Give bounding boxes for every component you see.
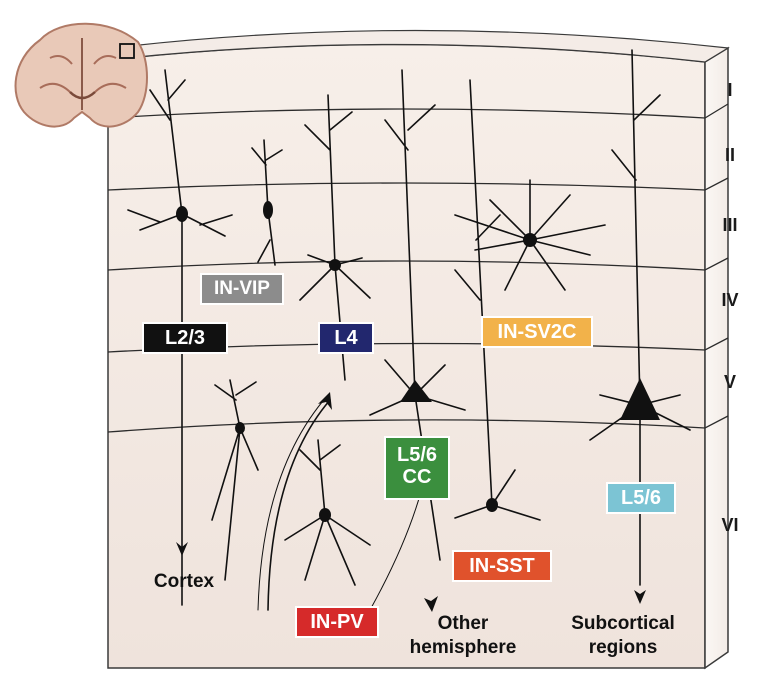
label-in-sv2c: IN-SV2C	[481, 316, 593, 348]
dest-other-hemisphere-line2: hemisphere	[409, 637, 517, 658]
dest-other-hemisphere-line1: Other	[437, 613, 489, 634]
layer-label-iii: III	[722, 215, 738, 235]
brain-thumbnail	[14, 22, 148, 128]
label-l4: L4	[318, 322, 374, 354]
label-l56-cc: L5/6 CC	[384, 436, 450, 500]
cortex-block-side	[704, 46, 729, 670]
layer-label-iv: IV	[721, 290, 739, 310]
cortex-block-top	[107, 29, 730, 63]
arrowheads	[176, 392, 646, 612]
label-l56: L5/6	[606, 482, 676, 514]
dest-subcortical-line1: Subcortical	[571, 613, 675, 634]
label-l56-cc-line2: CC	[402, 466, 432, 488]
label-l56-cc-line1: L5/6	[396, 444, 438, 466]
label-in-pv: IN-PV	[295, 606, 379, 638]
label-l23: L2/3	[142, 322, 228, 354]
dest-other-hemisphere: Other hemisphere	[388, 612, 538, 660]
layer-label-vi: VI	[721, 515, 739, 535]
label-in-sst: IN-SST	[452, 550, 552, 582]
dest-cortex: Cortex	[153, 571, 215, 592]
neuron-somata	[176, 201, 660, 522]
layer-label-v: V	[723, 372, 736, 392]
layer-label-i: I	[727, 80, 733, 100]
label-in-vip: IN-VIP	[200, 273, 284, 305]
layer-label-ii: II	[724, 145, 735, 165]
dest-subcortical-line2: regions	[588, 637, 658, 658]
dest-subcortical: Subcortical regions	[548, 612, 698, 660]
